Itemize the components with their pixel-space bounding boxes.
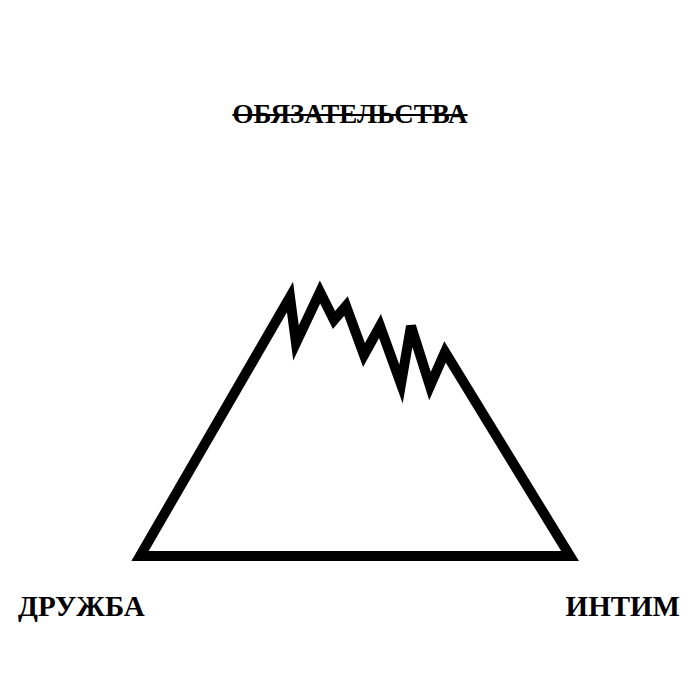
struck-label: ОБЯЗАТЕЛЬСТВА bbox=[232, 101, 467, 128]
triangle-outline bbox=[140, 292, 570, 556]
vertex-label: ДРУЖБА bbox=[18, 592, 145, 621]
vertex-label: ИНТИМ bbox=[566, 592, 680, 621]
